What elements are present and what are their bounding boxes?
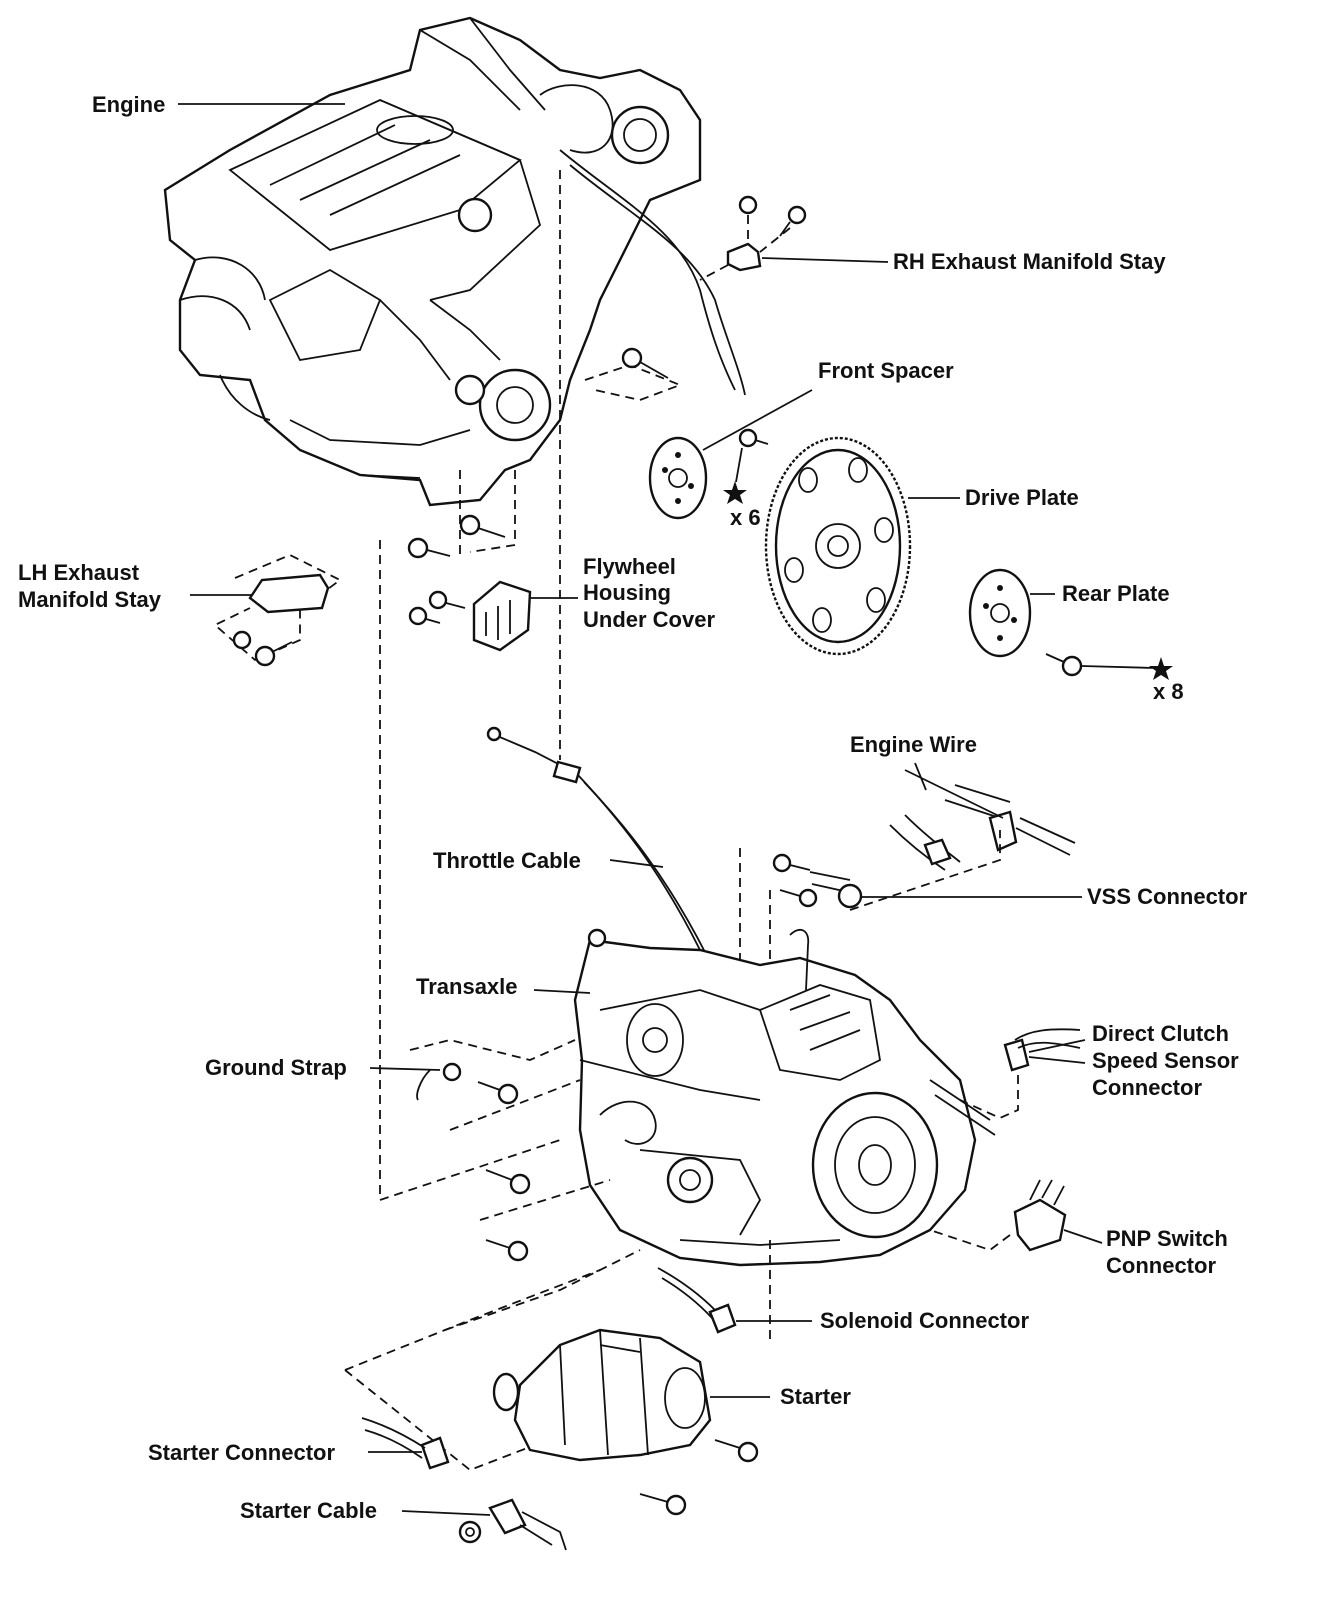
label-lh-exhaust-1: LH Exhaust [18,560,140,585]
label-lh-exhaust-2: Manifold Stay [18,587,162,612]
label-direct-clutch-3: Connector [1092,1075,1202,1100]
label-rh-exhaust-manifold-stay: RH Exhaust Manifold Stay [893,249,1166,274]
label-x8: x 8 [1153,679,1184,704]
rear-plate-part [968,568,1083,677]
label-solenoid-connector: Solenoid Connector [820,1308,1029,1333]
transaxle-bolts [416,1062,531,1262]
label-throttle-cable: Throttle Cable [433,848,581,873]
leader-lines [178,103,1156,1516]
label-starter-connector: Starter Connector [148,1440,335,1465]
label-drive-plate: Drive Plate [965,485,1079,510]
label-direct-clutch-1: Direct Clutch [1092,1021,1229,1046]
star-icon [723,481,1173,680]
engine-dashed-guides [213,170,683,1202]
front-spacer-part [648,428,769,520]
starter-drawing [492,1328,759,1516]
label-engine-wire: Engine Wire [850,732,977,757]
label-starter: Starter [780,1384,851,1409]
label-rear-plate: Rear Plate [1062,581,1170,606]
solenoid-connector-part [657,1267,737,1334]
engine-wire-part [739,784,1076,1000]
flywheel-housing-under-cover [472,580,532,652]
label-transaxle: Transaxle [416,974,518,999]
label-ground-strap: Ground Strap [205,1055,347,1080]
label-pnp-switch-2: Connector [1106,1253,1216,1278]
transaxle-drawing [573,928,996,1267]
starter-connector-part [361,1417,450,1470]
label-vss-connector: VSS Connector [1087,884,1248,909]
label-x6: x 6 [730,505,761,530]
label-flywheel-3: Under Cover [583,607,715,632]
label-engine: Engine [92,92,165,117]
engine-bolts [407,347,669,626]
label-front-spacer: Front Spacer [818,358,954,383]
diagram-labels: Engine RH Exhaust Manifold Stay Front Sp… [18,92,1248,1523]
direct-clutch-speed-sensor-connector-part [1003,1028,1081,1072]
label-pnp-switch-1: PNP Switch [1106,1226,1228,1251]
rh-exhaust-manifold-stay [699,195,807,281]
drive-plate-part [764,436,912,656]
label-direct-clutch-2: Speed Sensor [1092,1048,1239,1073]
label-flywheel-2: Housing [583,580,671,605]
label-starter-cable: Starter Cable [240,1498,377,1523]
lh-exhaust-manifold-stay [232,573,330,667]
transaxle-dashed-guides [344,1039,1019,1472]
pnp-switch-connector-part [1013,1179,1067,1252]
engine-drawing [163,16,746,507]
label-flywheel-1: Flywheel [583,554,676,579]
starter-cable-part [458,1498,567,1551]
